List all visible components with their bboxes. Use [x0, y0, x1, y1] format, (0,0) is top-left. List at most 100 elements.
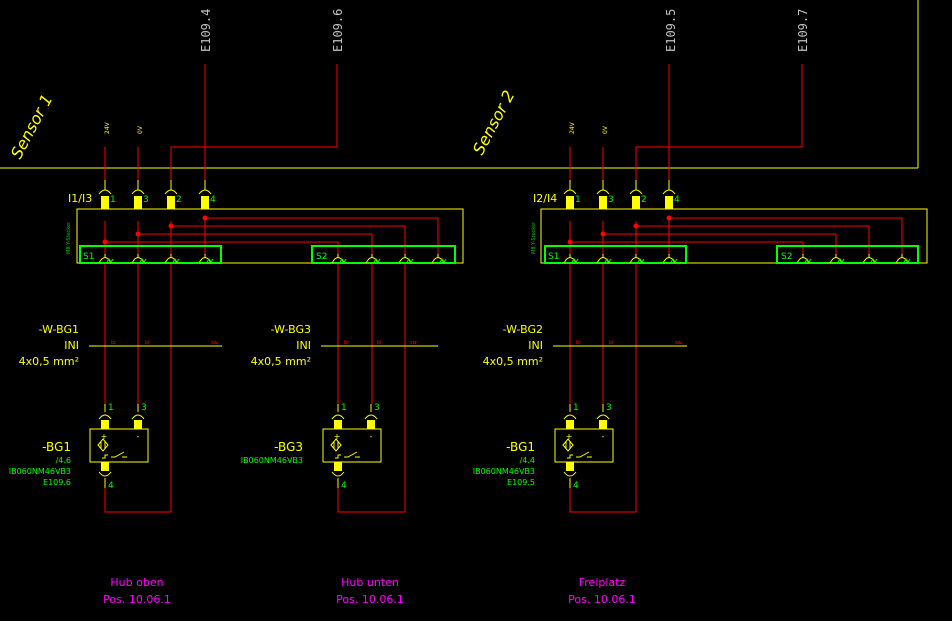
- connector-pin: 2: [164, 180, 182, 209]
- sensor-title: Sensor 1: [7, 91, 57, 162]
- cable-bg3: -W-BG3 INI 4x0,5 mm² br bl sw: [251, 323, 438, 368]
- connector-pin: 3: [131, 180, 149, 209]
- inductive-sensor-icon: [97, 438, 109, 452]
- socket-pin: [662, 254, 678, 264]
- signal-labels: E109.4 E109.6 E109.5 E109.7: [199, 9, 810, 52]
- inductive-sensor-icon: [330, 438, 342, 452]
- connector-side-label: M8 Y-Stecker: [531, 221, 537, 254]
- socket-pin: [829, 254, 845, 264]
- switch-contact-icon: [567, 451, 592, 459]
- cable-type: INI: [64, 339, 79, 352]
- sensor-body: [89, 428, 149, 463]
- device-part: IB060NM46VB3: [241, 456, 303, 465]
- core-label: bl: [377, 340, 382, 346]
- connector-pin: 4: [662, 180, 680, 209]
- pin-number: 1: [573, 403, 579, 413]
- signal-label: E109.6: [331, 9, 345, 52]
- cable-bg1: -W-BG1 INI 4x0,5 mm² br bl sw: [19, 323, 222, 368]
- device-bg3-labels: -BG3 IB060NM46VB3: [241, 440, 303, 465]
- cable-name: -W-BG2: [503, 323, 543, 336]
- socket-pin: [629, 254, 645, 264]
- connector-pin: 3: [596, 180, 614, 209]
- pin-number: 3: [141, 403, 147, 413]
- junction-dot: [567, 239, 573, 245]
- connector-side-label: M8 Y-Stecker: [66, 221, 72, 254]
- socket-pin: [98, 254, 114, 264]
- pin-number: 4: [108, 481, 114, 491]
- footer-line2: Pos. 10.06.1: [336, 593, 404, 606]
- socket-pin: [563, 254, 579, 264]
- socket-group-label: S2: [781, 252, 792, 262]
- device-part: IB060NM46VB3: [9, 467, 71, 476]
- pin-number: 1: [341, 403, 347, 413]
- socket-group-label: S2: [316, 252, 327, 262]
- pin-number: 2: [176, 195, 182, 205]
- junction-dot: [666, 215, 672, 221]
- device-part: IB060NM46VB3: [473, 467, 535, 476]
- supply-label-24v: 24V: [569, 121, 576, 134]
- core-label: sw: [410, 340, 417, 346]
- core-label: br: [344, 340, 350, 346]
- socket-pin: [862, 254, 878, 264]
- pin-number: 3: [143, 195, 149, 205]
- core-label: br: [111, 340, 117, 346]
- socket-pin: [596, 254, 612, 264]
- pin-number: 1: [575, 195, 581, 205]
- cable-name: -W-BG3: [271, 323, 311, 336]
- socket-group-label: S1: [548, 252, 559, 262]
- footer-line1: Hub oben: [110, 576, 163, 589]
- signal-label: E109.4: [199, 9, 213, 52]
- cable-bg2: -W-BG2 INI 4x0,5 mm² br bl sw: [483, 323, 687, 368]
- connector-y-splitter: I2/I4 M8 Y-Stecker S1 S2: [531, 192, 928, 264]
- socket-pin: [398, 254, 414, 264]
- core-label: bl: [145, 340, 150, 346]
- connector-pin: 2: [629, 180, 647, 209]
- junction-dot: [633, 223, 639, 229]
- junction-dots: [102, 215, 672, 245]
- junction-dot: [600, 231, 606, 237]
- socket-pin: [198, 254, 214, 264]
- junction-dot: [135, 231, 141, 237]
- connector-pin: 1: [563, 180, 581, 209]
- pin-number: 4: [210, 195, 216, 205]
- connector-y-splitter: I1/I3 M8 Y-Stecker S1 S2: [66, 192, 464, 264]
- sensor-title: Sensor 2: [469, 87, 519, 158]
- polarity-minus: -: [137, 432, 140, 441]
- footer-line1: Hub unten: [341, 576, 399, 589]
- device-bg1b-labels: -BG1 /4.4 IB060NM46VB3 E109.5: [473, 440, 535, 487]
- polarity-plus: +: [566, 432, 573, 441]
- socket-pin: [131, 254, 147, 264]
- pin-number: 4: [674, 195, 680, 205]
- polarity-minus: -: [602, 432, 605, 441]
- signal-label: E109.7: [796, 9, 810, 52]
- device-signal: E109.5: [507, 478, 535, 487]
- pin-number: 3: [608, 195, 614, 205]
- socket-pin: [895, 254, 911, 264]
- pin-number: 1: [110, 195, 116, 205]
- cable-spec: 4x0,5 mm²: [483, 355, 543, 368]
- junction-dot: [168, 223, 174, 229]
- pins-layer: 1 3 2 4 1 3 2 4: [98, 180, 911, 264]
- switch-contact-icon: [102, 451, 127, 459]
- pin-number: 1: [108, 403, 114, 413]
- pin-number: 4: [341, 481, 347, 491]
- socket-pin: [431, 254, 447, 264]
- socket-pin: [796, 254, 812, 264]
- sensor-body: [322, 428, 382, 463]
- socket-pin: [365, 254, 381, 264]
- footer-line2: Pos. 10.06.1: [568, 593, 636, 606]
- connector-label: I2/I4: [533, 192, 557, 205]
- cable-spec: 4x0,5 mm²: [251, 355, 311, 368]
- wires: [104, 64, 903, 513]
- footer-labels: Hub oben Pos. 10.06.1 Hub unten Pos. 10.…: [103, 576, 636, 606]
- core-label: sw: [211, 340, 218, 346]
- connector-label: I1/I3: [68, 192, 92, 205]
- footer-line2: Pos. 10.06.1: [103, 593, 171, 606]
- switch-contact-icon: [335, 451, 360, 459]
- pin-number: 3: [606, 403, 612, 413]
- core-label: sw: [675, 340, 682, 346]
